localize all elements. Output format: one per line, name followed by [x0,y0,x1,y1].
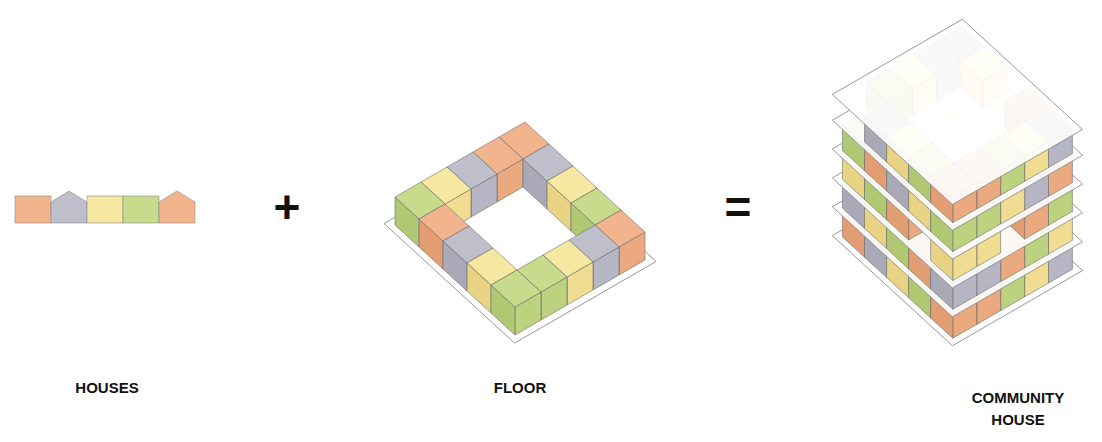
house-gable [159,191,195,223]
floor-plate [832,19,1082,204]
floor-block [384,122,656,343]
house-cube [491,270,541,335]
floor-plate [384,142,656,343]
community-house-label: COMMUNITY HOUSE [962,387,1074,431]
plus-sign: + [257,184,317,230]
equals-sign: = [708,184,768,230]
house-block [15,196,51,223]
houses-label: HOUSES [37,377,177,399]
house-block [123,196,159,223]
house-gable [51,191,87,223]
house-block [87,196,123,223]
community-tower [832,19,1082,345]
floor-label: FLOOR [450,377,590,399]
houses-row [15,191,195,223]
